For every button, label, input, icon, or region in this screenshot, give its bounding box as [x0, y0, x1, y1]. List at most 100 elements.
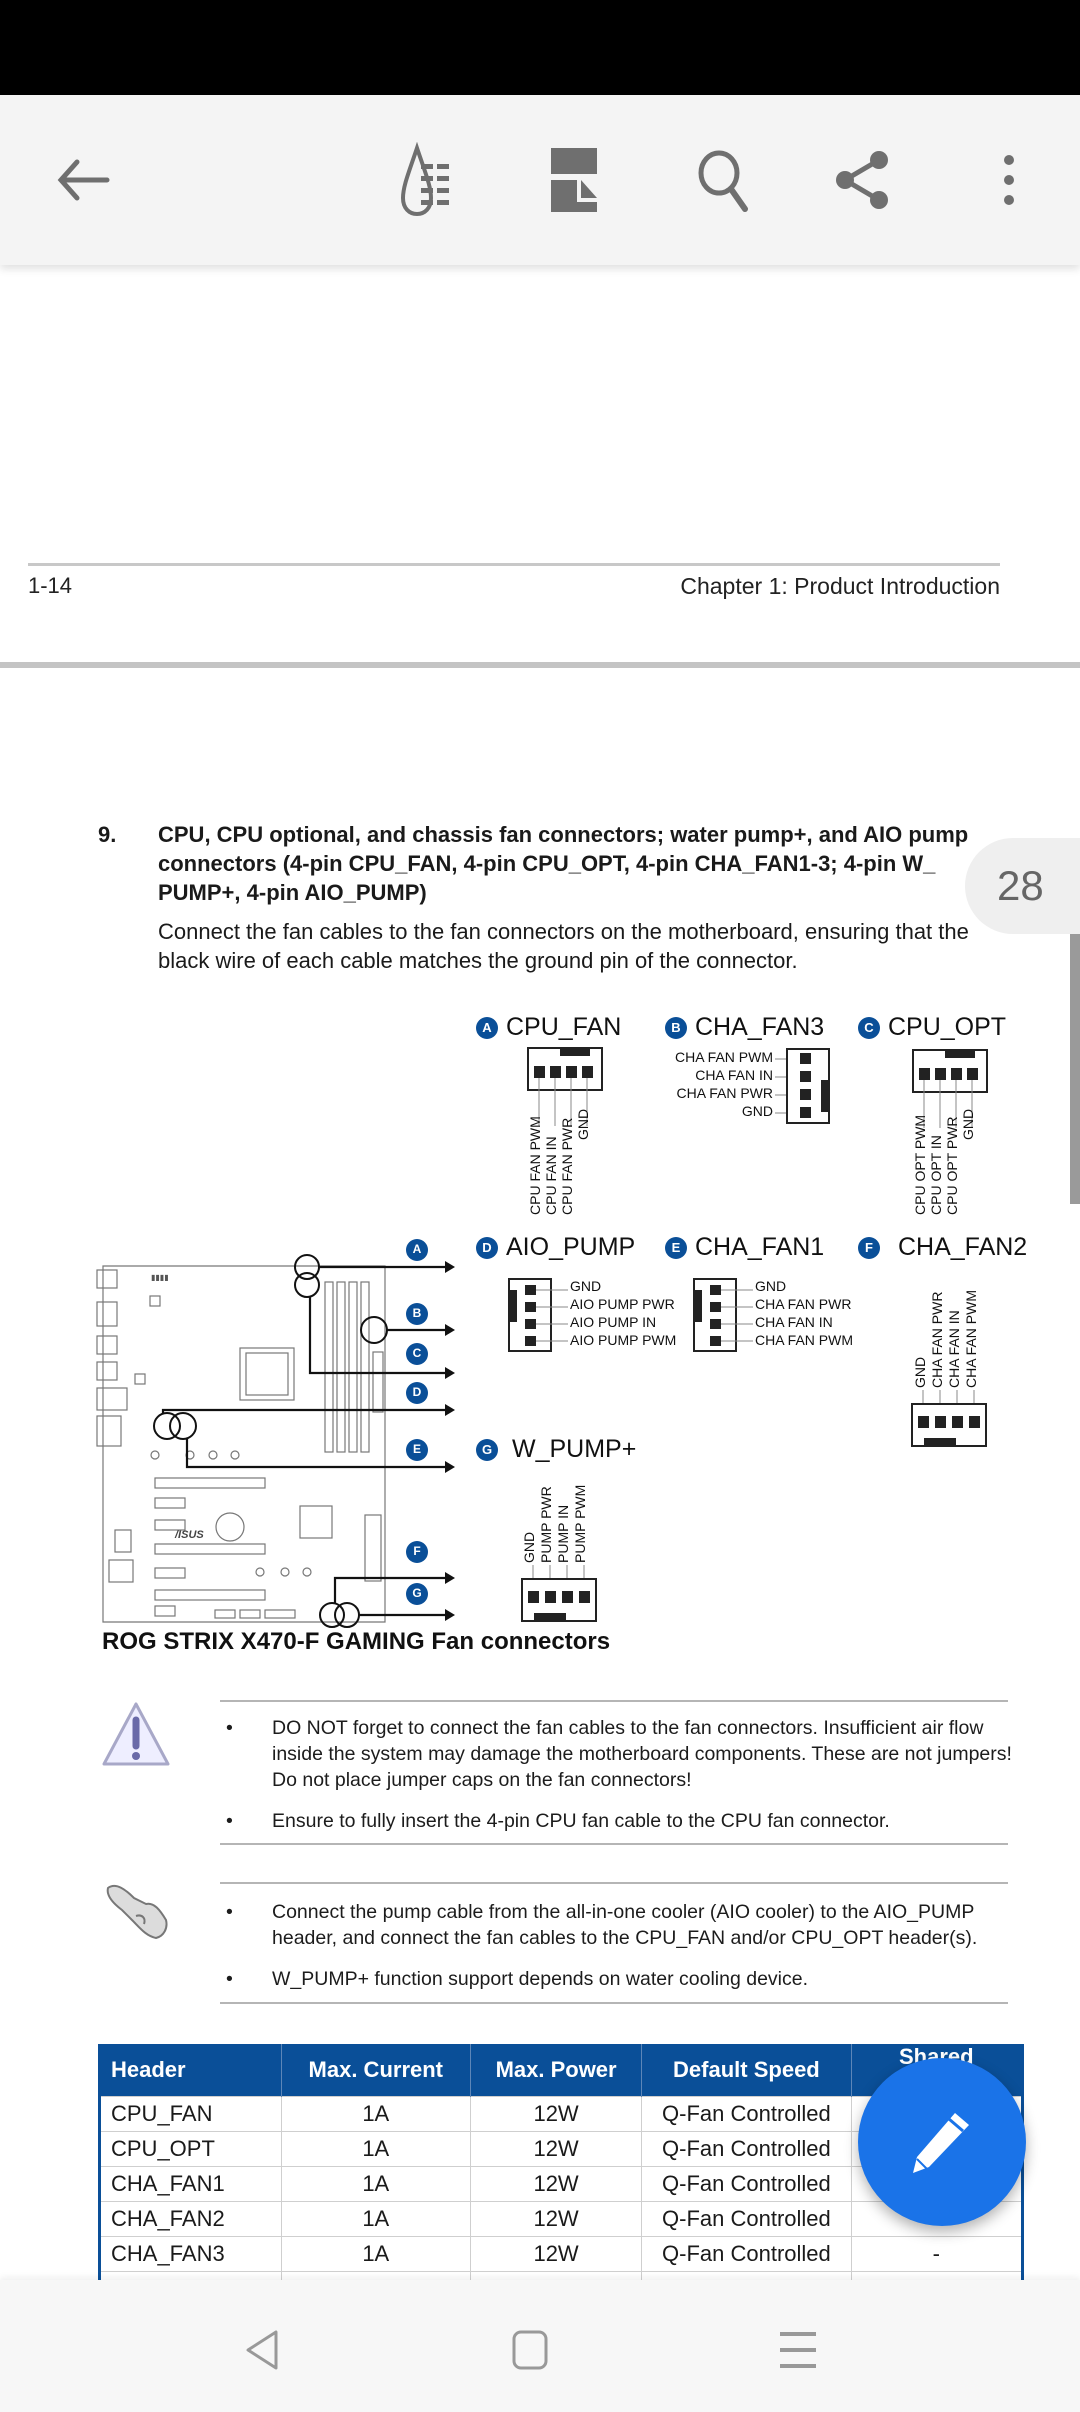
warning-note-text: Ensure to fully insert the 4-pin CPU fan… — [272, 1810, 890, 1832]
page-number-indicator: 28 — [965, 838, 1080, 934]
tip-note-text: W_PUMP+ function support depends on wate… — [272, 1968, 809, 1990]
bullet: • — [226, 1901, 233, 1923]
table-cell: Q-Fan Controlled — [641, 2236, 852, 2272]
pin-label: GND — [912, 1356, 928, 1388]
badge-g: G — [476, 1438, 498, 1461]
badge-e: E — [665, 1236, 687, 1259]
connector-title-cpu-fan: A CPU_FAN — [476, 1013, 621, 1042]
diagram-caption: ROG STRIX X470-F GAMING Fan connectors — [102, 1628, 611, 1655]
tip-note-text: Connect the pump cable from the all-in-o… — [272, 1901, 978, 1949]
table-cell: 12W — [469, 2131, 643, 2167]
pin-label: GND — [755, 1278, 787, 1294]
nav-back-icon[interactable] — [222, 2310, 302, 2390]
callout-a: A — [412, 1242, 422, 1256]
connector-name: W_PUMP+ — [512, 1435, 637, 1463]
connector-name: AIO_PUMP — [506, 1233, 636, 1261]
table-cell: 1A — [280, 2236, 471, 2272]
page-number: 28 — [997, 862, 1044, 909]
back-arrow-icon[interactable] — [38, 135, 128, 225]
table-cell: Q-Fan Controlled — [641, 2131, 852, 2167]
pdf-toolbar — [0, 95, 1080, 265]
table-cell: - — [850, 2236, 1024, 2272]
svg-text:▮▮▮▮: ▮▮▮▮ — [151, 1273, 169, 1282]
pin-label: GND — [741, 1103, 773, 1119]
cha-fan2-header-graphic — [911, 1390, 987, 1447]
connector-title-cha-fan3: B CHA_FAN3 — [665, 1013, 824, 1042]
badge-a: A — [476, 1016, 498, 1039]
table-cell: Q-Fan Controlled — [641, 2201, 852, 2237]
pin-label: CHA FAN IN — [755, 1314, 833, 1330]
table-cell: CHA_FAN3 — [99, 2236, 282, 2272]
table-cell: 12W — [469, 2166, 643, 2202]
col-header: Default Speed — [641, 2044, 852, 2097]
connector-title-cpu-opt: C CPU_OPT — [858, 1013, 1006, 1042]
w-pump-header-graphic — [521, 1565, 597, 1622]
hand-note-icon — [106, 1884, 168, 1940]
svg-text:/ISUS: /ISUS — [174, 1529, 204, 1541]
table-cell: 12W — [469, 2201, 643, 2237]
page-layout-icon[interactable] — [530, 135, 620, 225]
badge-d: D — [476, 1236, 498, 1259]
badge-f: F — [858, 1236, 880, 1259]
warning-triangle-icon — [102, 1702, 170, 1766]
pin-label: AIO PUMP PWM — [570, 1332, 677, 1348]
page-footer-rule — [28, 563, 1000, 566]
pin-label: GND — [575, 1108, 591, 1140]
search-icon[interactable] — [680, 135, 770, 225]
callout-g: G — [412, 1586, 422, 1600]
bullet: • — [226, 1968, 233, 1990]
table-header-row: Header Max. Current Max. Power Default S… — [99, 2044, 1024, 2097]
connector-name: CPU_OPT — [888, 1013, 1007, 1041]
table-cell: CPU_FAN — [99, 2096, 282, 2132]
connector-name: CPU_FAN — [506, 1013, 622, 1041]
pin-label: GND — [570, 1278, 602, 1294]
share-icon[interactable] — [818, 135, 908, 225]
callout-d: D — [412, 1385, 422, 1399]
warning-rule-top — [220, 1700, 1008, 1702]
scrollbar-thumb[interactable] — [1070, 934, 1080, 1204]
reading-mode-icon[interactable] — [388, 135, 478, 225]
section-title: CPU, CPU optional, and chassis fan conne… — [158, 822, 969, 905]
pin-label: CHA FAN PWM — [674, 1049, 773, 1065]
system-navigation-bar — [0, 2280, 1080, 2412]
pin-label: PUMP PWM — [572, 1484, 588, 1563]
table-cell: CPU_OPT — [99, 2131, 282, 2167]
badge-b: B — [665, 1016, 687, 1039]
pin-label: CPU OPT IN — [928, 1135, 944, 1215]
page-separator — [0, 662, 1080, 668]
table-cell: 12W — [469, 2096, 643, 2132]
more-options-icon[interactable] — [964, 135, 1054, 225]
pin-label: CPU FAN PWR — [559, 1117, 575, 1215]
pin-label: CHA FAN PWR — [929, 1291, 945, 1388]
cha-fan3-header-graphic — [775, 1048, 830, 1124]
motherboard-layout-graphic: ▮▮▮▮ /ISUS — [96, 1239, 455, 1628]
callout-e: E — [412, 1442, 421, 1456]
pin-label: GND — [960, 1108, 976, 1140]
pin-label: CHA FAN PWR — [676, 1085, 773, 1101]
pin-label: PUMP PWR — [538, 1486, 554, 1563]
callout-f: F — [413, 1544, 421, 1558]
warning-rule-bottom — [220, 1843, 1008, 1845]
pin-label: CHA FAN IN — [946, 1310, 962, 1388]
bullet: • — [226, 1810, 233, 1832]
cha-fan1-header-graphic — [693, 1278, 753, 1352]
pin-label: CHA FAN IN — [695, 1067, 773, 1083]
page-footer-number: 1-14 — [28, 573, 73, 598]
table-cell: 1A — [280, 2201, 471, 2237]
nav-home-icon[interactable] — [490, 2310, 570, 2390]
table-cell: 1A — [280, 2131, 471, 2167]
bullet: • — [226, 1717, 233, 1739]
cpu-fan-header-graphic — [527, 1047, 603, 1126]
pin-label: CPU OPT PWR — [944, 1116, 960, 1215]
warning-note-text: DO NOT forget to connect the fan cables … — [272, 1717, 1012, 1791]
connector-name: CHA_FAN1 — [695, 1233, 825, 1261]
nav-recents-icon[interactable] — [758, 2310, 838, 2390]
badge-c: C — [858, 1016, 880, 1039]
table-cell: 1A — [280, 2166, 471, 2202]
section-number: 9. — [98, 822, 117, 847]
pin-label: CPU OPT PWM — [912, 1114, 928, 1215]
edit-fab-button[interactable] — [858, 2058, 1026, 2226]
status-bar — [0, 0, 1080, 95]
pin-label: GND — [521, 1531, 537, 1563]
